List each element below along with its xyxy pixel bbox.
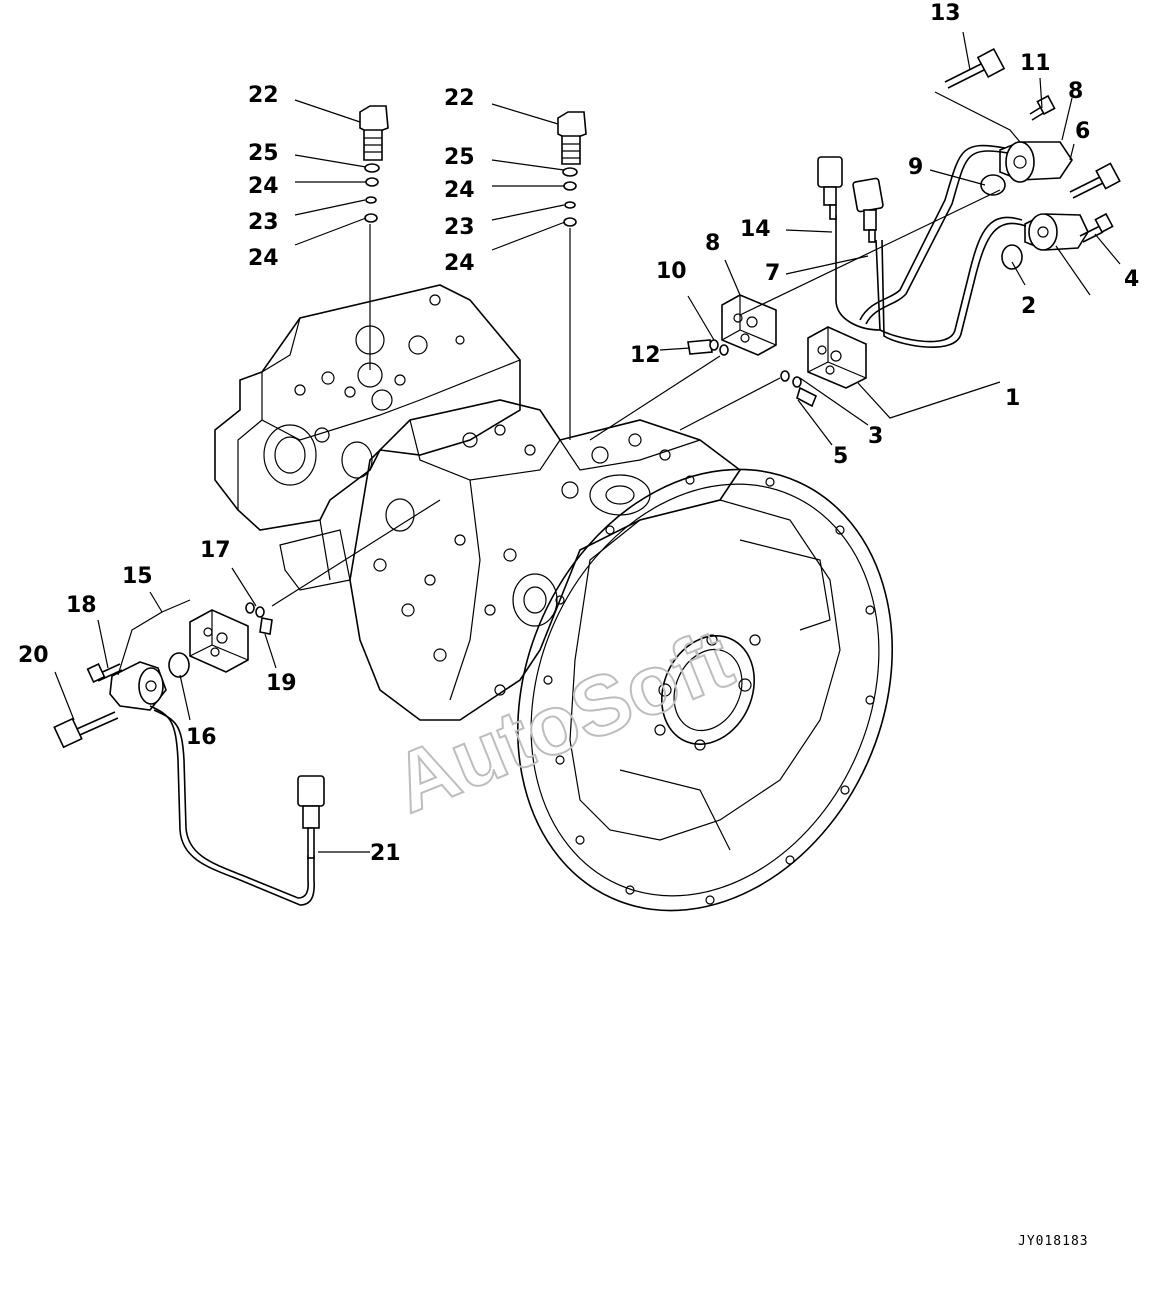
callout-10: 10 — [656, 259, 687, 284]
callout-14: 14 — [740, 217, 771, 242]
callout-1: 1 — [1005, 386, 1020, 411]
callout-11: 11 — [1020, 51, 1051, 76]
callout-20: 20 — [18, 643, 49, 668]
callout-18: 18 — [66, 593, 97, 618]
callout-8-lower: 8 — [705, 231, 720, 256]
watermark: AutoSoft — [381, 611, 745, 831]
plug-group-right — [557, 111, 587, 440]
right-solenoid-group — [687, 47, 1121, 408]
callout-13: 13 — [930, 1, 961, 26]
callout-15: 15 — [122, 564, 153, 589]
left-solenoid-group — [53, 602, 325, 906]
callout-25-left: 25 — [248, 141, 279, 166]
callout-8-upper: 8 — [1068, 79, 1083, 104]
callout-19: 19 — [266, 671, 297, 696]
hydraulic-pump-assembly — [214, 284, 893, 912]
drawing-code: JY018183 — [1018, 1234, 1089, 1249]
callout-labels: 13 11 8 6 9 14 8 7 4 2 10 12 1 5 3 22 25… — [18, 1, 1139, 866]
callout-7: 7 — [765, 261, 780, 286]
callout-23-left: 23 — [248, 210, 279, 235]
callout-3: 3 — [868, 424, 883, 449]
callout-4: 4 — [1124, 267, 1139, 292]
callout-22-right: 22 — [444, 86, 475, 111]
callout-25-right: 25 — [444, 145, 475, 170]
callout-22-left: 22 — [248, 83, 279, 108]
callout-16: 16 — [186, 725, 217, 750]
callout-9: 9 — [908, 155, 923, 180]
callout-6: 6 — [1075, 119, 1090, 144]
callout-24-left-a: 24 — [248, 174, 279, 199]
plug-group-left — [359, 105, 389, 370]
callout-24-right-a: 24 — [444, 178, 475, 203]
callout-5: 5 — [833, 444, 848, 469]
leader-lines — [54, 31, 1121, 853]
callout-12: 12 — [630, 343, 661, 368]
callout-2: 2 — [1021, 294, 1036, 319]
callout-17: 17 — [200, 538, 231, 563]
callout-24-left-b: 24 — [248, 246, 279, 271]
callout-24-right-b: 24 — [444, 251, 475, 276]
callout-21: 21 — [370, 841, 401, 866]
callout-23-right: 23 — [444, 215, 475, 240]
